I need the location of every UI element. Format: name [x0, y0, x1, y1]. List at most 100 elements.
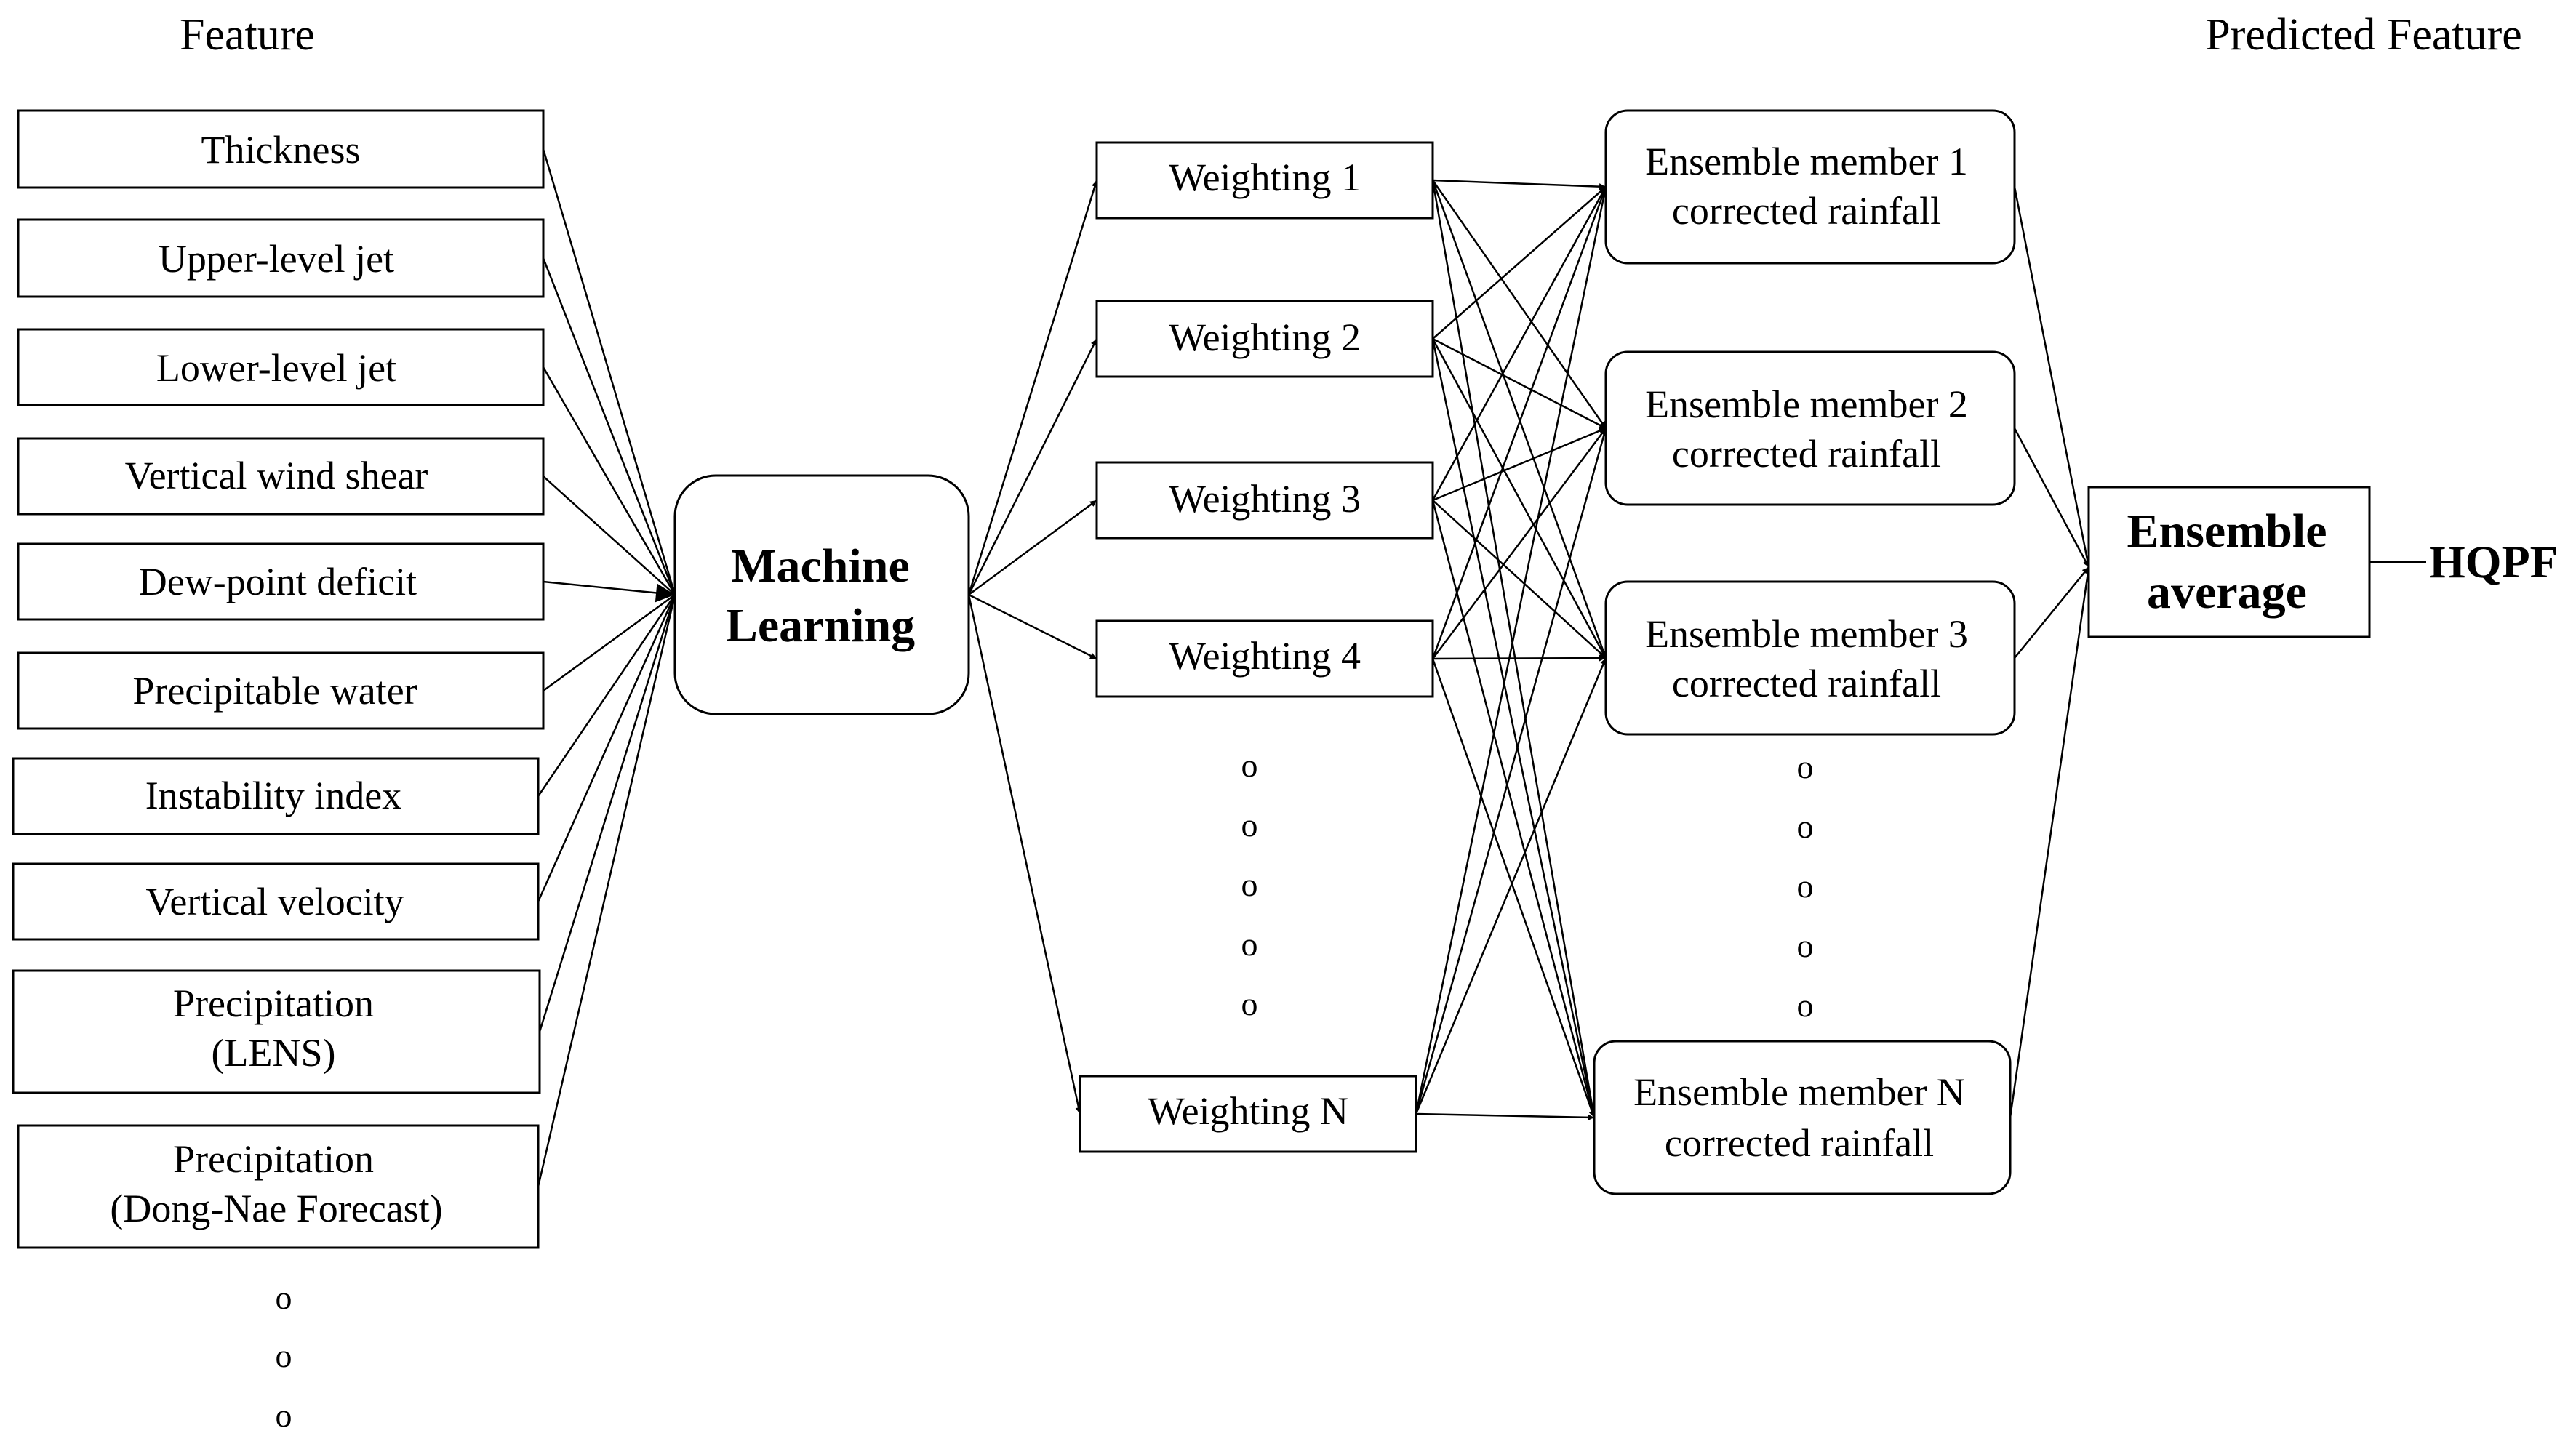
connector-lines	[537, 148, 2426, 1187]
feature-to-ml-connector	[542, 148, 676, 595]
feature-to-ml-connector	[537, 594, 676, 902]
weighting-to-member-arrow	[1431, 180, 1596, 1118]
output-hqpf: HQPF	[2429, 536, 2559, 587]
feature-label: Instability index	[145, 774, 401, 817]
member-to-average-arrow	[2009, 566, 2092, 1118]
ensemble-member-line-1: Ensemble member N	[1633, 1070, 1965, 1114]
ellipsis-dot: o	[1241, 985, 1258, 1022]
feature-label-line-1: Precipitation	[173, 1137, 374, 1181]
machine-learning-line-1: Machine	[731, 540, 910, 593]
ensemble-member-line-2: corrected rainfall	[1665, 1121, 1934, 1165]
ellipsis-dot: o	[276, 1397, 292, 1434]
weighting-to-member-arrow	[1432, 186, 1607, 340]
feature-to-ml-connector	[543, 593, 676, 692]
weighting-to-member-arrow	[1431, 186, 1607, 501]
feature-vertical-wind-shear: Vertical wind shear	[17, 437, 545, 516]
weighting-n: Weighting N	[1079, 1075, 1417, 1153]
weighting-1: Weighting 1	[1095, 141, 1434, 220]
feature-instability-index: Instability index	[12, 757, 540, 835]
ellipsis-dot: o	[1797, 748, 1814, 785]
weighting-4: Weighting 4	[1095, 619, 1434, 698]
ellipsis-dot: o	[1241, 806, 1258, 843]
feature-label-line-2: (Dong-Nae Forecast)	[110, 1187, 442, 1230]
weighting-3: Weighting 3	[1095, 461, 1434, 540]
weighting-to-member-arrow	[1431, 338, 1596, 1118]
weighting-to-member-arrow	[1415, 1112, 1595, 1121]
machine-learning-node: Machine Learning	[673, 474, 970, 715]
feature-label-line-1: Precipitation	[173, 982, 374, 1025]
feature-label: Vertical velocity	[145, 880, 404, 923]
weighting-to-member-arrow	[1415, 186, 1608, 1115]
feature-precipitation-dong-nae-forecast: Precipitation (Dong-Nae Forecast)	[17, 1124, 540, 1249]
weighting-to-member-arrow	[1432, 654, 1607, 662]
ellipsis-dot: o	[1241, 926, 1258, 963]
feature-lower-level-jet: Lower-level jet	[17, 328, 545, 406]
feature-to-ml-connector	[537, 594, 676, 1187]
weighting-to-member-arrow	[1431, 338, 1607, 659]
ml-to-weighting-arrow	[968, 499, 1097, 596]
ellipsis-dot: o	[1797, 808, 1814, 845]
header-feature: Feature	[180, 10, 315, 60]
feature-to-ml-connector	[538, 594, 676, 1032]
ensemble-member-2: Ensemble member 2 corrected rainfall	[1604, 350, 2016, 506]
ellipsis-dot: o	[276, 1337, 292, 1374]
ensemble-average-line-2: average	[2147, 566, 2307, 619]
feature-label: Precipitable water	[132, 669, 417, 713]
ellipsis-dot: o	[1797, 987, 1814, 1024]
ellipsis-dot: o	[1241, 747, 1258, 784]
feature-label: Thickness	[201, 128, 361, 172]
feature-label: Lower-level jet	[156, 346, 396, 390]
ensemble-member-line-2: corrected rainfall	[1672, 662, 1941, 705]
feature-label: Vertical wind shear	[125, 454, 428, 497]
feature-label: Dew-point deficit	[139, 560, 417, 603]
weighting-label: Weighting 2	[1169, 316, 1361, 359]
feature-dew-point-deficit: Dew-point deficit	[17, 542, 545, 621]
weighting-to-member-arrow	[1431, 186, 1607, 659]
ellipsis-dot: o	[1797, 867, 1814, 904]
ellipsis-dot: o	[1241, 866, 1258, 903]
feature-to-ml-connector	[542, 257, 676, 595]
ml-to-weighting-arrow	[967, 594, 1082, 1115]
feature-label-line-2: (LENS)	[212, 1031, 336, 1075]
weighting-to-member-arrow	[1415, 657, 1607, 1115]
ensemble-average-line-1: Ensemble	[2127, 505, 2327, 558]
ensemble-average-node: Ensemble average	[2087, 486, 2371, 638]
ensemble-member-n: Ensemble member N corrected rainfall	[1593, 1040, 2012, 1195]
feature-to-ml-connector	[537, 594, 676, 797]
weighting-to-member-arrow	[1432, 337, 1607, 430]
weighting-label: Weighting N	[1148, 1089, 1348, 1133]
feature-to-ml-connector	[543, 580, 676, 603]
weighting-to-member-arrow	[1431, 180, 1607, 429]
weighting-label: Weighting 3	[1169, 477, 1361, 521]
feature-precipitation-lens: Precipitation (LENS)	[12, 969, 541, 1094]
weighting-label: Weighting 1	[1169, 156, 1361, 199]
ensemble-member-line-2: corrected rainfall	[1672, 432, 1941, 476]
weighting-to-member-arrow	[1415, 428, 1607, 1115]
ml-to-weighting-arrow	[967, 338, 1098, 595]
header-predicted-feature: Predicted Feature	[2205, 10, 2522, 60]
ml-to-weighting-arrow	[967, 180, 1098, 595]
feature-vertical-velocity: Vertical velocity	[12, 862, 540, 941]
ellipsis-dot: o	[1797, 927, 1814, 964]
feature-upper-level-jet: Upper-level jet	[17, 218, 545, 298]
feature-precipitable-water: Precipitable water	[17, 651, 545, 730]
member-to-average-arrow	[2013, 428, 2090, 568]
weighting-to-member-arrow	[1432, 427, 1607, 502]
feature-to-ml-connector	[543, 476, 676, 595]
feature-to-ml-connector	[542, 366, 676, 595]
member-to-average-arrow	[2014, 566, 2089, 659]
weighting-label: Weighting 4	[1169, 634, 1361, 678]
ensemble-member-line-1: Ensemble member 2	[1645, 382, 1968, 426]
ellipsis-dot: o	[276, 1279, 292, 1316]
weighting-2: Weighting 2	[1095, 300, 1434, 378]
member-to-average-arrow	[2013, 186, 2091, 568]
feature-thickness: Thickness	[17, 109, 545, 189]
machine-learning-line-2: Learning	[726, 599, 915, 652]
weighting-to-member-arrow	[1431, 500, 1596, 1118]
ensemble-member-3: Ensemble member 3 corrected rainfall	[1604, 580, 2016, 736]
weighting-to-member-arrow	[1432, 179, 1607, 190]
ensemble-member-line-1: Ensemble member 1	[1645, 140, 1968, 183]
ensemble-member-1: Ensemble member 1 corrected rainfall	[1604, 109, 2016, 265]
feature-label: Upper-level jet	[159, 237, 394, 281]
